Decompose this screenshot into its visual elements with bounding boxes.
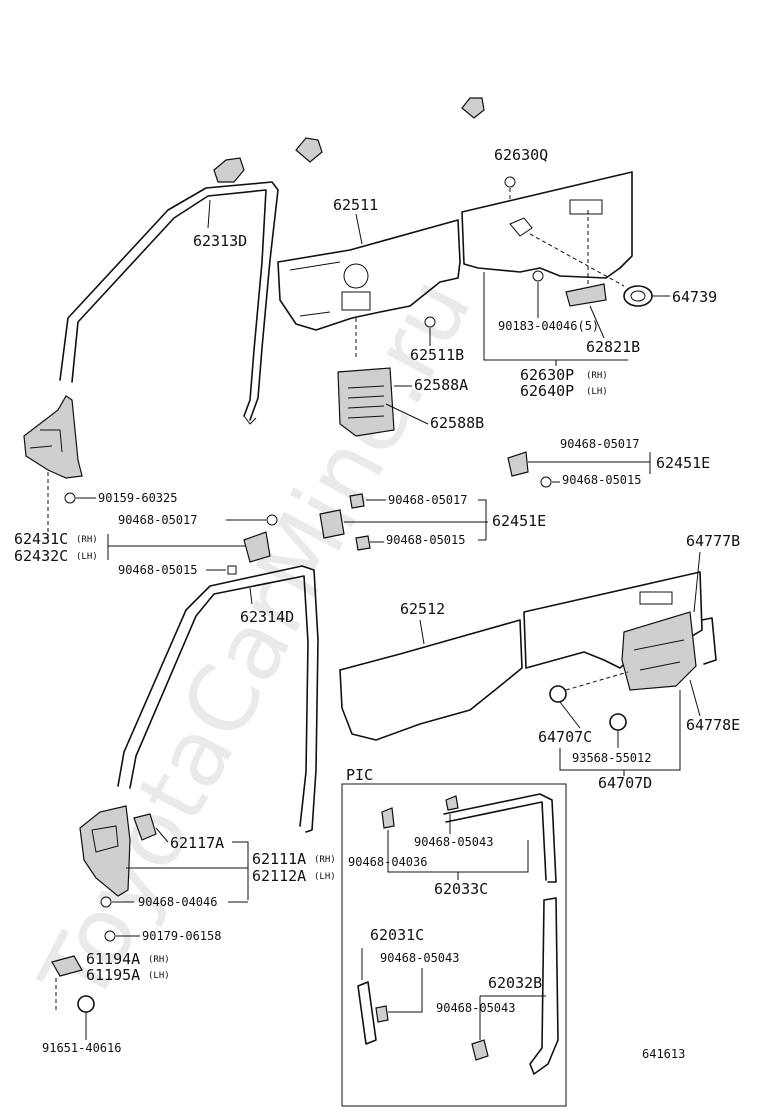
- label-62630p: 62630P: [520, 366, 574, 384]
- pic-label: PIC: [346, 766, 373, 784]
- label-62451e-a: 62451E: [656, 454, 710, 472]
- label-62031c: 62031C: [370, 926, 424, 944]
- weatherstrip-62313d: [23, 181, 279, 479]
- label-64707c: 64707C: [538, 728, 592, 746]
- mark-lh-2: (LH): [76, 552, 98, 562]
- cap-64707c: [549, 685, 567, 703]
- label-90468-05015-a: 90468-05015: [562, 473, 641, 487]
- label-91651-40616: 91651-40616: [42, 1041, 121, 1055]
- weatherstrip-62033c: [381, 793, 557, 883]
- weatherstrip-62031c: [357, 981, 389, 1045]
- figure-number: 641613: [642, 1047, 685, 1061]
- label-62111a: 62111A: [252, 850, 306, 868]
- label-62512: 62512: [400, 600, 445, 618]
- label-62511: 62511: [333, 196, 378, 214]
- label-90468-04046: 90468-04046: [138, 895, 217, 909]
- mark-lh-3: (LH): [314, 872, 336, 882]
- label-90468-05015-b: 90468-05015: [118, 563, 197, 577]
- label-62630q: 62630Q: [494, 146, 548, 164]
- label-64777b: 64777B: [686, 532, 740, 550]
- label-62033c: 62033C: [434, 880, 488, 898]
- label-90468-05043-b: 90468-05043: [380, 951, 459, 965]
- mark-lh: (LH): [586, 387, 608, 397]
- pic-box: [341, 783, 567, 1107]
- screw-93568: [609, 713, 627, 731]
- label-62313d: 62313D: [193, 232, 247, 250]
- label-90468-05017-a: 90468-05017: [560, 437, 639, 451]
- screw-90183: [532, 270, 544, 282]
- label-90183-04046: 90183-04046(5): [498, 319, 599, 333]
- label-62821b: 62821B: [586, 338, 640, 356]
- label-62117a: 62117A: [170, 834, 224, 852]
- armrest-64777b: [621, 611, 717, 691]
- escutcheon-64739: [623, 285, 653, 307]
- label-90468-05043-a: 90468-05043: [414, 835, 493, 849]
- label-90468-05015-c: 90468-05015: [386, 533, 465, 547]
- label-64778e: 64778E: [686, 716, 740, 734]
- label-62588a: 62588A: [414, 376, 468, 394]
- label-90179-06158: 90179-06158: [142, 929, 221, 943]
- clip-62451e-right: [507, 451, 552, 488]
- watermark: ToyotaCarMine.ru: [19, 260, 491, 1021]
- label-62588b: 62588B: [430, 414, 484, 432]
- label-62112a: 62112A: [252, 867, 306, 885]
- weatherstrip-62032b: [471, 897, 559, 1075]
- label-90468-05017-b: 90468-05017: [388, 493, 467, 507]
- label-64739: 64739: [672, 288, 717, 306]
- mark-lh-4: (LH): [148, 971, 170, 981]
- label-90468-05043-c: 90468-05043: [436, 1001, 515, 1015]
- clip-62630q: [504, 176, 516, 200]
- clip-62511b: [424, 316, 436, 328]
- pull-handle-62821b: [565, 283, 607, 307]
- label-61195a: 61195A: [86, 966, 140, 984]
- label-62432c: 62432C: [14, 547, 68, 565]
- mark-rh-4: (RH): [148, 955, 170, 965]
- label-62640p: 62640P: [520, 382, 574, 400]
- clip-62451e-middle: [319, 493, 371, 551]
- mark-rh: (RH): [586, 371, 608, 381]
- label-62451e-b: 62451E: [492, 512, 546, 530]
- weatherstrip-62314d: [117, 565, 319, 833]
- pillar-garnish-62111a: [79, 805, 157, 897]
- mark-rh-3: (RH): [314, 855, 336, 865]
- door-trim-board-62511: [277, 219, 461, 331]
- clip-icon: [213, 97, 485, 183]
- label-62511b: 62511B: [410, 346, 464, 364]
- label-61194a: 61194A: [86, 950, 140, 968]
- label-90159-60325: 90159-60325: [98, 491, 177, 505]
- label-62431c: 62431C: [14, 530, 68, 548]
- mark-rh-2: (RH): [76, 535, 98, 545]
- label-90468-05017-c: 90468-05017: [118, 513, 197, 527]
- label-93568-55012: 93568-55012: [572, 751, 651, 765]
- scuff-61194a: [51, 955, 83, 977]
- label-64707d: 64707D: [598, 774, 652, 792]
- door-trim-board-62630: [461, 171, 633, 287]
- label-62314d: 62314D: [240, 608, 294, 626]
- label-62032b: 62032B: [488, 974, 542, 992]
- speaker-grille-62588a: [337, 318, 395, 437]
